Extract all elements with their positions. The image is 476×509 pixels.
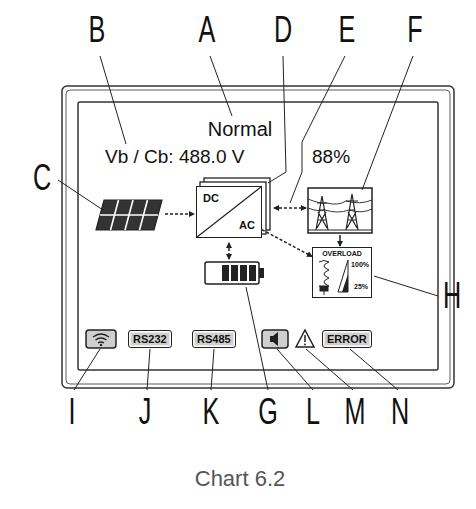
speaker-icon (262, 330, 288, 348)
warning-icon (296, 330, 314, 347)
callout-letter: G (258, 394, 278, 430)
display-text: Normal (208, 119, 272, 139)
flow-arrow (228, 243, 230, 259)
callout-letter: L (306, 394, 320, 430)
callout-letter: D (274, 12, 292, 48)
wifi-icon (86, 330, 116, 348)
callout-letter: E (339, 12, 356, 48)
load-bulb (319, 261, 329, 296)
callout-letter: H (443, 278, 461, 314)
badge-text: RS485 (197, 334, 231, 345)
battery-icon (205, 262, 264, 284)
error-badge: ERROR (322, 330, 372, 348)
grid-towers (308, 188, 372, 233)
callout-letter: I (68, 394, 75, 430)
flow-arrow (274, 207, 306, 209)
callout-letter: J (139, 394, 152, 430)
flow-arrow (165, 213, 194, 215)
inverter-text: DC (203, 193, 219, 204)
display-text: Vb / Cb: 488.0 V (105, 147, 244, 166)
inverter-text: AC (239, 220, 255, 231)
load-box: OVERLOAD 100% 25% (312, 247, 372, 298)
load-text: 25% (354, 283, 368, 290)
callout-letter: A (199, 12, 216, 48)
badge-text: ERROR (327, 334, 367, 345)
flow-arrow (339, 235, 341, 246)
figure-caption: Chart 6.2 (195, 468, 286, 490)
port-badge: RS485 (192, 330, 236, 348)
callout-letter: M (345, 394, 366, 430)
port-badge: RS232 (128, 330, 172, 348)
leader-lines (58, 56, 438, 390)
callout-letter: B (89, 12, 106, 48)
display-text: 88% (312, 147, 350, 166)
badge-text: RS232 (133, 334, 167, 345)
flow-connector (262, 230, 312, 257)
inverter-box: DC AC (196, 186, 262, 238)
solar-panel (96, 200, 162, 230)
callout-letter: C (33, 160, 51, 196)
callout-letter: K (203, 394, 220, 430)
callout-letter: F (407, 12, 422, 48)
load-text: OVERLOAD (313, 250, 371, 257)
load-wedge (338, 260, 348, 292)
load-text: 100% (351, 261, 369, 268)
callout-letter: N (391, 394, 409, 430)
